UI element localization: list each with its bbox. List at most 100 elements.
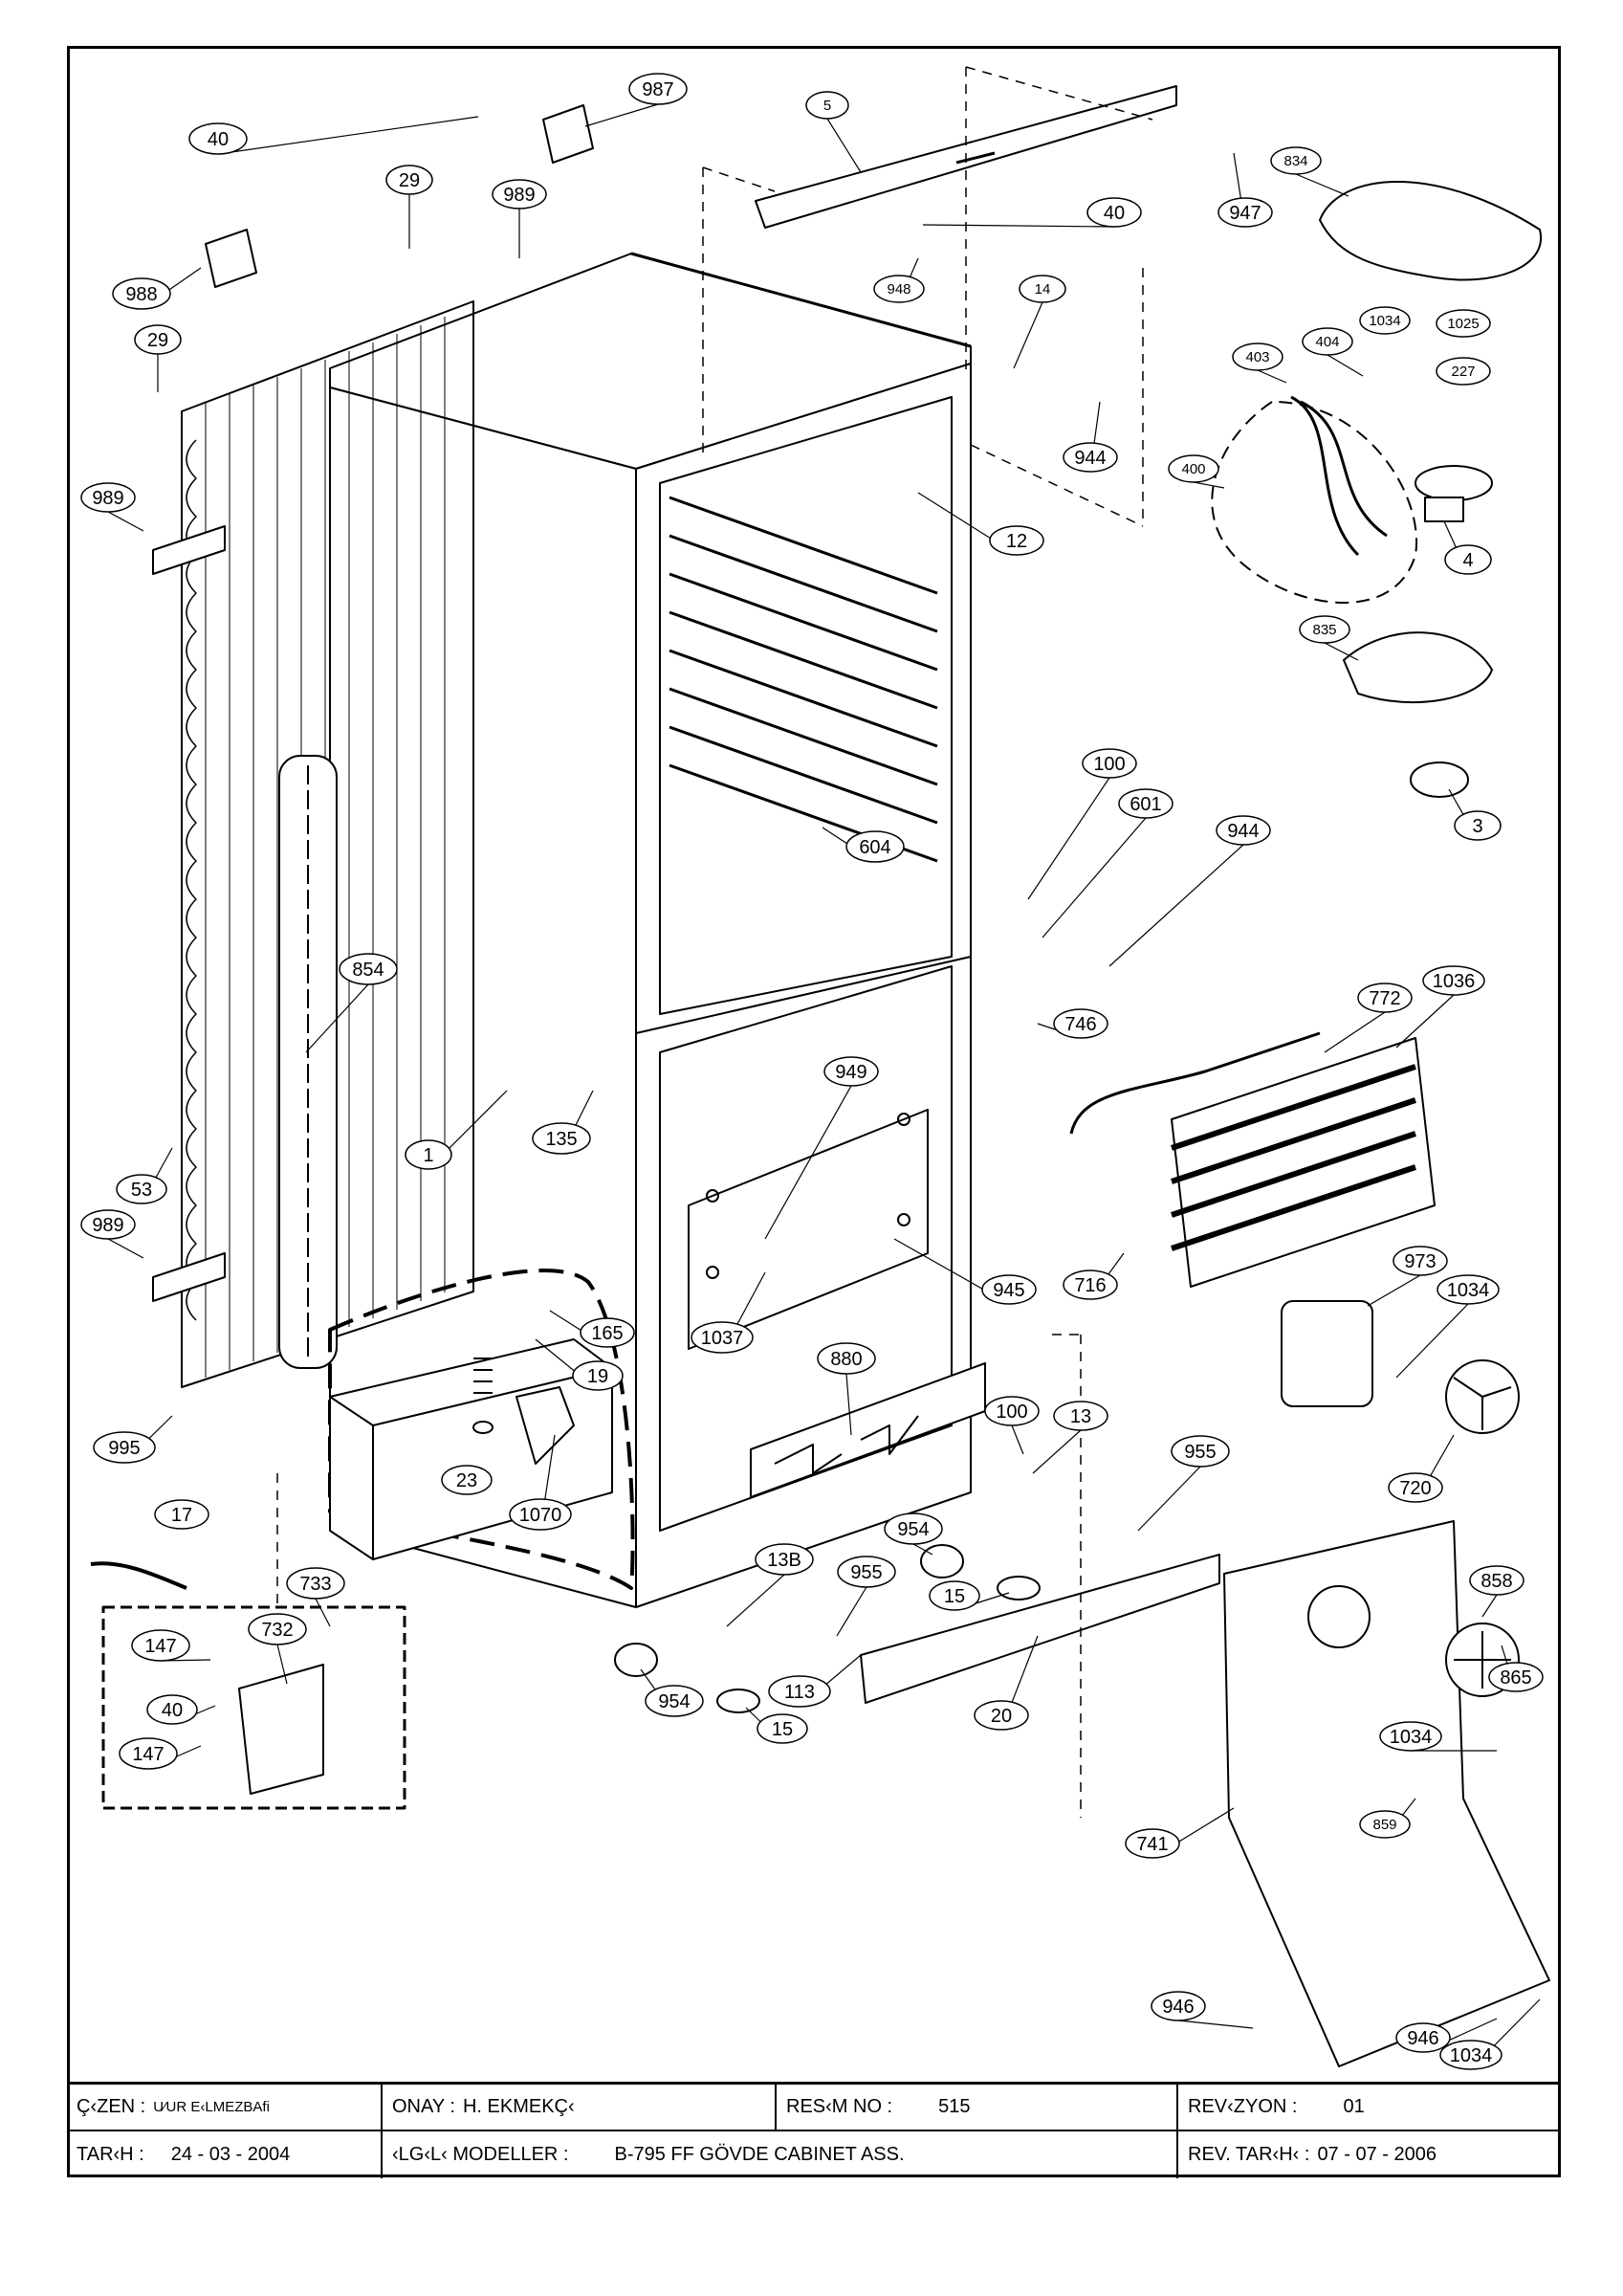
thermostat-4: [1415, 465, 1493, 501]
leader-line: [836, 1586, 867, 1637]
rev-date-label: REV. TAR‹H‹ :: [1188, 2144, 1310, 2165]
callout-bubble: [116, 1174, 167, 1204]
callout-bubble: [1469, 1565, 1524, 1596]
callout-100: 100: [984, 1396, 1040, 1455]
callout-number: 3: [1472, 816, 1482, 837]
callout-bubble: [1019, 275, 1066, 303]
revision-value: 01: [1343, 2096, 1365, 2117]
callout-772: 772: [1324, 982, 1413, 1053]
cover-835: [1343, 631, 1493, 704]
leader-line: [315, 1598, 331, 1627]
callout-bubble: [131, 1629, 190, 1662]
callout-number: 40: [162, 1700, 183, 1721]
callout-949: 949: [764, 1056, 879, 1240]
callout-number: 954: [658, 1691, 690, 1712]
callout-bubble: [1395, 2022, 1451, 2053]
title-block-row-2: TAR‹H : 24 - 03 - 2004 ‹LG‹L‹ MODELLER :…: [67, 2131, 1561, 2178]
bracket-987: [542, 104, 594, 164]
callout-13B: 13B: [726, 1543, 814, 1627]
callout-bubble: [645, 1685, 704, 1717]
callout-number: 13B: [767, 1550, 801, 1571]
revision-label: REV‹ZYON :: [1188, 2096, 1298, 2117]
callout-number: 973: [1404, 1251, 1436, 1272]
callout-number: 772: [1369, 988, 1400, 1009]
leader-line: [1295, 173, 1349, 197]
leader-line: [1137, 1466, 1201, 1532]
callout-number: 15: [944, 1586, 965, 1607]
callout-bubble: [580, 1317, 635, 1348]
callout-954: 954: [640, 1668, 704, 1717]
callout-number: 859: [1372, 1817, 1396, 1833]
callout-987: 987: [584, 73, 688, 127]
callout-bubble: [1118, 788, 1173, 819]
callout-865: 865: [1488, 1645, 1544, 1692]
callout-number: 403: [1245, 349, 1269, 365]
callout-bubble: [884, 1512, 943, 1545]
callout-number: 20: [991, 1706, 1012, 1727]
callout-bubble: [188, 122, 248, 155]
callout-bubble: [1436, 357, 1491, 386]
callout-1036: 1036: [1395, 965, 1485, 1049]
callout-number: 945: [993, 1280, 1024, 1301]
callout-720: 720: [1388, 1434, 1455, 1503]
callout-bubble: [1053, 1008, 1108, 1039]
callout-944: 944: [1108, 815, 1271, 967]
callout-bubble: [837, 1556, 896, 1588]
title-block-row-1: Ç‹ZEN : U⁄UR E‹LMEZBAfi ONAY : H. EKMEKÇ…: [67, 2085, 1561, 2131]
callout-bubble: [691, 1321, 754, 1354]
callout-number: 1034: [1450, 2045, 1493, 2066]
callout-bubble: [1422, 965, 1485, 996]
callout-number: 732: [261, 1620, 293, 1641]
callout-989: 989: [80, 1209, 144, 1259]
callout-bubble: [532, 1122, 591, 1155]
leader-line: [1193, 481, 1225, 489]
callout-746: 746: [1037, 1008, 1108, 1039]
callout-bubble: [1151, 1991, 1206, 2021]
callout-number: 955: [850, 1562, 882, 1583]
leader-line: [1032, 1429, 1082, 1474]
drawing-sheet: [67, 46, 1561, 2177]
callout-404: 404: [1302, 327, 1364, 377]
leader-line: [1395, 1303, 1469, 1379]
callout-bubble: [1063, 442, 1118, 473]
callout-bubble: [757, 1713, 808, 1744]
callout-number: 40: [208, 129, 229, 150]
callout-bubble: [805, 91, 849, 120]
callout-1037: 1037: [691, 1271, 766, 1354]
callout-403: 403: [1232, 342, 1287, 384]
callout-3: 3: [1448, 788, 1502, 841]
revision-cell: REV‹ZYON : 01: [1178, 2085, 1561, 2130]
leader-line: [1481, 1594, 1498, 1618]
leader-line: [922, 224, 1115, 228]
callout-bubble: [405, 1139, 452, 1170]
drawn-by-label: Ç‹ZEN :: [77, 2096, 146, 2117]
callout-number: 944: [1227, 821, 1259, 842]
callout-number: 4: [1462, 550, 1473, 571]
leader-line: [912, 1543, 933, 1556]
callout-bubble: [974, 1700, 1029, 1731]
callout-number: 1070: [519, 1505, 562, 1526]
relay-box-733: [101, 1605, 406, 1810]
leader-line: [845, 1373, 852, 1436]
callout-53: 53: [116, 1147, 173, 1204]
date-cell: TAR‹H : 24 - 03 - 2004: [67, 2131, 383, 2178]
callout-bubble: [509, 1498, 572, 1531]
callout-number: 1037: [701, 1328, 744, 1349]
foot-15: [716, 1689, 760, 1713]
cabinet-body: [329, 252, 986, 1608]
leader-line: [1011, 1424, 1024, 1455]
callout-948: 948: [873, 257, 925, 303]
callout-955: 955: [836, 1556, 896, 1637]
callout-number: 100: [996, 1402, 1027, 1423]
callout-147: 147: [119, 1737, 202, 1770]
callout-number: 13: [1070, 1406, 1091, 1427]
callout-number: 1034: [1390, 1727, 1433, 1748]
callout-number: 1034: [1447, 1280, 1490, 1301]
leader-line: [1257, 369, 1287, 384]
callout-29: 29: [134, 324, 182, 392]
callout-12: 12: [917, 492, 1044, 556]
callout-number: 404: [1315, 334, 1339, 350]
callout-number: 1036: [1433, 971, 1476, 992]
